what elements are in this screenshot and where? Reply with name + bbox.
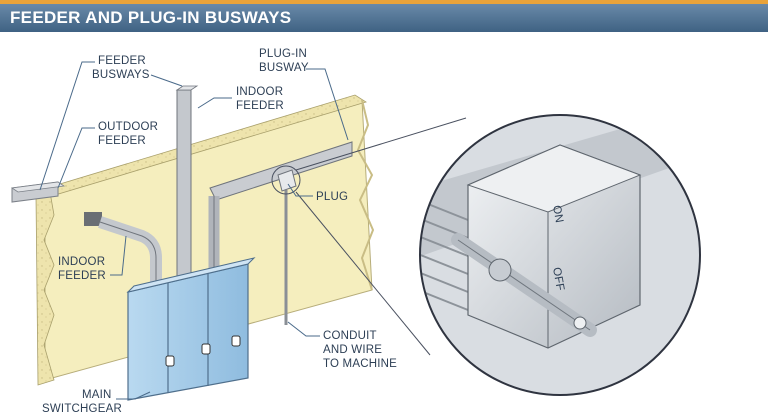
leader-lines bbox=[39, 61, 349, 400]
svg-text:INDOOR: INDOOR bbox=[236, 86, 283, 98]
label-indoor-feeder-top: INDOOR FEEDER bbox=[236, 86, 284, 112]
wall-right-edge bbox=[356, 99, 375, 291]
switchgear-handle-icon bbox=[165, 335, 241, 367]
svg-text:BUSWAY: BUSWAY bbox=[259, 62, 309, 74]
diagram-title: FEEDER AND PLUG-IN BUSWAYS bbox=[10, 8, 292, 27]
label-indoor-feeder-left: INDOOR FEEDER bbox=[58, 256, 106, 282]
outdoor-feeder-busway bbox=[10, 181, 66, 203]
on-marking: ON bbox=[550, 204, 565, 223]
svg-text:FEEDER: FEEDER bbox=[98, 135, 146, 147]
plug-box bbox=[271, 165, 301, 195]
svg-text:PLUG-IN: PLUG-IN bbox=[259, 48, 307, 60]
title-bar: FEEDER AND PLUG-IN BUSWAYS bbox=[0, 0, 768, 32]
svg-text:OUTDOOR: OUTDOOR bbox=[98, 121, 158, 133]
svg-text:AND WIRE: AND WIRE bbox=[323, 344, 382, 356]
title-accent-stripe bbox=[0, 0, 768, 4]
svg-text:FEEDER: FEEDER bbox=[236, 100, 284, 112]
label-plug: PLUG bbox=[316, 191, 348, 203]
off-marking: OFF bbox=[550, 266, 566, 291]
label-feeder-busways: FEEDER BUSWAYS bbox=[92, 55, 150, 81]
svg-text:CONDUIT: CONDUIT bbox=[323, 330, 377, 342]
indoor-feeder-busway bbox=[84, 212, 162, 290]
label-conduit: CONDUIT AND WIRE TO MACHINE bbox=[323, 330, 397, 370]
svg-text:SWITCHGEAR: SWITCHGEAR bbox=[42, 403, 122, 415]
svg-text:FEEDER: FEEDER bbox=[58, 270, 106, 282]
wall-left-edge bbox=[35, 191, 55, 386]
svg-text:FEEDER: FEEDER bbox=[98, 55, 146, 67]
plug-closeup-inset: ON OFF bbox=[419, 114, 701, 396]
svg-text:BUSWAYS: BUSWAYS bbox=[92, 69, 150, 81]
main-switchgear bbox=[126, 257, 256, 401]
label-outdoor-feeder: OUTDOOR FEEDER bbox=[98, 121, 158, 147]
svg-text:MAIN: MAIN bbox=[82, 389, 112, 401]
disconnect-lever-icon bbox=[451, 233, 597, 337]
zoom-connector bbox=[295, 117, 467, 356]
busway-illustration: ON OFF FEEDER bbox=[10, 48, 701, 415]
plug-unit-top bbox=[466, 144, 642, 213]
svg-text:INDOOR: INDOOR bbox=[58, 256, 105, 268]
label-main-switchgear: MAIN SWITCHGEAR bbox=[42, 389, 122, 415]
label-plug-in-busway: PLUG-IN BUSWAY bbox=[259, 48, 309, 74]
svg-text:TO MACHINE: TO MACHINE bbox=[323, 358, 397, 370]
